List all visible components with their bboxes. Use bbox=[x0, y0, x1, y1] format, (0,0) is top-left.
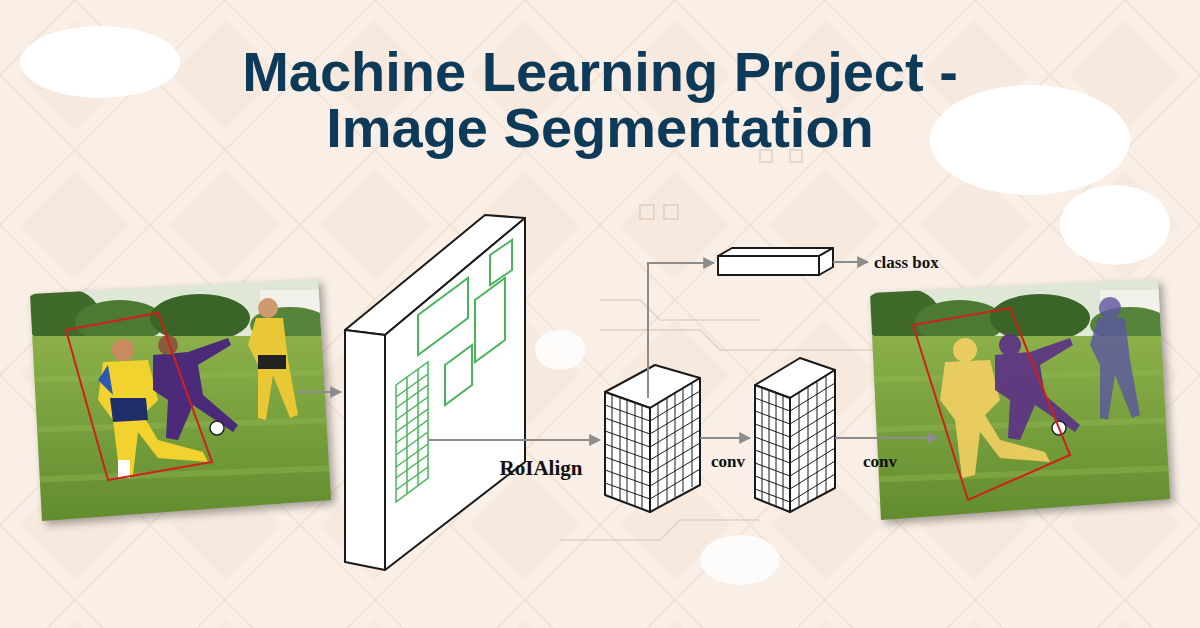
output-photo bbox=[860, 270, 1180, 536]
circuit-lines bbox=[664, 205, 678, 219]
output-photo bbox=[953, 338, 977, 362]
operation-label: RoIAlign bbox=[500, 456, 583, 481]
input-photo bbox=[153, 335, 238, 440]
region-proposals bbox=[445, 345, 472, 405]
flow-arrow bbox=[833, 261, 868, 263]
fc-block bbox=[718, 248, 833, 256]
roi-grid bbox=[396, 362, 428, 502]
region-proposals bbox=[475, 278, 505, 362]
flow-arrow bbox=[648, 263, 714, 398]
feature-map bbox=[345, 215, 525, 570]
input-photo bbox=[118, 460, 130, 478]
block-grid bbox=[762, 388, 783, 509]
roi-grid bbox=[396, 362, 428, 502]
background bbox=[700, 535, 780, 585]
input-photo bbox=[258, 355, 286, 369]
conv-block bbox=[790, 370, 835, 512]
input-photo bbox=[66, 313, 212, 480]
feature-map bbox=[345, 330, 385, 570]
output-photo bbox=[995, 334, 1080, 440]
flow-arrow bbox=[428, 439, 600, 441]
background bbox=[535, 330, 585, 370]
feature-map bbox=[385, 218, 525, 570]
block-grid bbox=[755, 376, 835, 509]
block-grid bbox=[605, 405, 650, 499]
input-photo bbox=[20, 336, 340, 536]
flow-arrow bbox=[298, 262, 938, 440]
input-photo bbox=[98, 365, 113, 395]
conv-block bbox=[605, 365, 700, 512]
conv-block bbox=[650, 378, 700, 512]
background bbox=[20, 26, 180, 98]
output-label: class box bbox=[874, 253, 939, 273]
operation-label: conv bbox=[863, 452, 897, 472]
input-photo bbox=[20, 270, 340, 536]
operation-label: conv bbox=[711, 452, 745, 472]
conv-block bbox=[755, 358, 835, 512]
input-photo bbox=[112, 339, 134, 361]
conv-block bbox=[605, 392, 650, 512]
input-photo bbox=[20, 270, 340, 536]
fc-block bbox=[718, 248, 833, 275]
input-photo bbox=[210, 421, 224, 435]
page-title: Machine Learning Project - Image Segment… bbox=[220, 44, 980, 156]
flow-arrow bbox=[298, 391, 341, 393]
output-photo bbox=[860, 336, 1180, 536]
output-photo bbox=[990, 294, 1090, 342]
background bbox=[1060, 185, 1170, 265]
background bbox=[930, 85, 1130, 195]
block-grid bbox=[755, 398, 790, 502]
flow-arrow bbox=[835, 437, 938, 439]
output-photo bbox=[913, 308, 1070, 500]
input-photo bbox=[110, 398, 148, 422]
conv-block bbox=[755, 385, 790, 512]
circuit-lines bbox=[560, 520, 760, 540]
region-proposals bbox=[418, 278, 468, 355]
output-photo bbox=[1090, 297, 1140, 420]
fc-block bbox=[718, 256, 819, 275]
block-grid bbox=[605, 383, 700, 509]
fc-block bbox=[819, 248, 833, 275]
region-proposals bbox=[418, 240, 512, 405]
output-photo bbox=[1090, 318, 1140, 420]
block-grid bbox=[790, 383, 835, 502]
circuit-lines bbox=[600, 330, 900, 350]
circuit-lines bbox=[560, 150, 900, 540]
circuit-lines bbox=[640, 205, 654, 219]
circuit-lines bbox=[600, 300, 760, 320]
block-grid bbox=[650, 391, 700, 499]
output-photo bbox=[860, 270, 1180, 536]
roi-grid bbox=[396, 374, 428, 490]
region-proposals bbox=[490, 240, 512, 285]
input-photo bbox=[258, 298, 278, 318]
output-photo bbox=[1099, 297, 1121, 319]
input-photo bbox=[248, 298, 298, 420]
flow-arrow bbox=[700, 437, 750, 439]
output-photo bbox=[999, 334, 1021, 356]
input-photo bbox=[248, 318, 298, 420]
